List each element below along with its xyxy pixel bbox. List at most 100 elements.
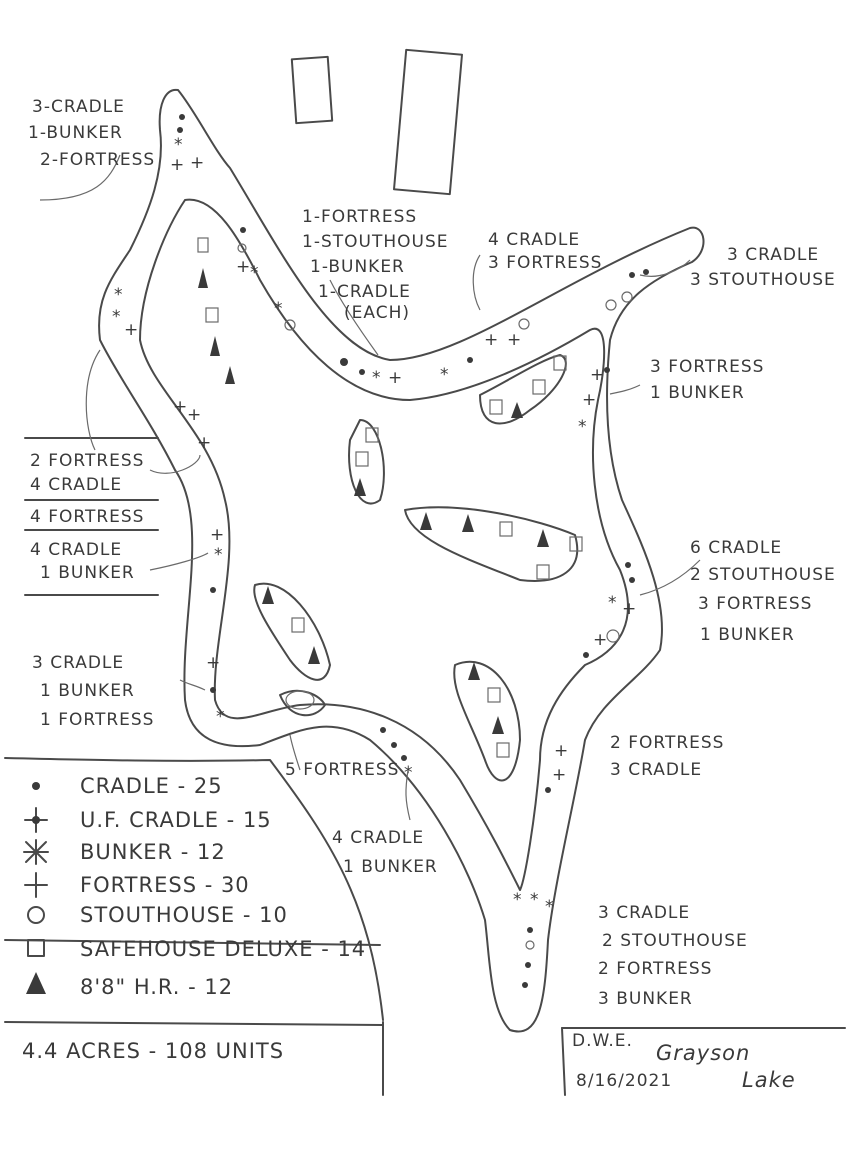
label-line: 3 FORTRESS [698, 594, 812, 614]
zone-label-top-center: 1-FORTRESS 1-STOUTHOUSE 1-BUNKER 1-CRADL… [302, 207, 447, 323]
svg-text:*: * [608, 593, 618, 613]
svg-text:*: * [114, 285, 124, 305]
label-line: 1-BUNKER [310, 257, 405, 277]
triangle-icon [26, 972, 46, 994]
legend-frame [4, 437, 846, 1096]
label-line: 1 BUNKER [40, 563, 135, 583]
zone-label-bottom-b: 4 CRADLE 1 BUNKER [332, 828, 437, 877]
label-line: 1 BUNKER [650, 383, 745, 403]
svg-text:*: * [578, 417, 588, 437]
zone-label-bottom-right: 3 CRADLE 2 STOUTHOUSE 2 FORTRESS 3 BUNKE… [598, 903, 748, 1009]
svg-text:*: * [250, 263, 260, 283]
svg-text:+: + [593, 630, 608, 650]
svg-text:*: * [440, 365, 450, 385]
svg-text:*: * [513, 890, 523, 910]
label-line: 1 BUNKER [40, 681, 135, 701]
label-line: (EACH) [344, 303, 410, 323]
zone-label-left-b: 4 FORTRESS [30, 507, 144, 527]
svg-text:+: + [622, 599, 637, 619]
label-line: 4 FORTRESS [30, 507, 144, 527]
legend: CRADLE - 25 U.F. CRADLE - 15 BUNKER - 12 [23, 774, 365, 999]
zone-label-right-a: 3 FORTRESS 1 BUNKER [650, 357, 764, 403]
island-4 [253, 582, 331, 681]
svg-text:*: * [216, 707, 226, 727]
label-line: 3-CRADLE [32, 97, 125, 117]
leader-lines [39, 154, 701, 821]
label-line: 4 CRADLE [30, 540, 122, 560]
crossed-dot-icon [24, 807, 48, 833]
legend-item: STOUTHOUSE - 10 [27, 903, 288, 927]
zone-label-top-right-a: 4 CRADLE 3 FORTRESS [488, 230, 602, 273]
label-line: 3 CRADLE [727, 245, 819, 265]
zone-label-left-a: 2 FORTRESS 4 CRADLE [30, 451, 144, 495]
svg-text:+: + [484, 330, 499, 350]
svg-text:+: + [210, 525, 225, 545]
svg-text:+: + [507, 330, 522, 350]
square-icon [27, 939, 45, 957]
legend-item: CRADLE - 25 [32, 774, 223, 798]
svg-text:+: + [552, 765, 567, 785]
outer-shoreline [98, 88, 705, 1033]
inner-shoreline [139, 198, 629, 891]
svg-text:+: + [554, 741, 569, 761]
label-line: 3 CRADLE [598, 903, 690, 923]
zone-label-bottom-a: 5 FORTRESS [285, 760, 399, 780]
svg-text:*: * [174, 135, 184, 155]
label-line: 2 STOUTHOUSE [602, 931, 748, 951]
zone-label-top-left: 3-CRADLE 1-BUNKER 2-FORTRESS [28, 97, 154, 170]
label-line: 2 FORTRESS [30, 451, 144, 471]
legend-label: FORTRESS - 30 [80, 873, 250, 897]
circle-icon [27, 906, 45, 924]
legend-item: U.F. CRADLE - 15 [24, 807, 271, 833]
label-line: 3 CRADLE [610, 760, 702, 780]
legend-item: BUNKER - 12 [23, 839, 226, 865]
label-line: 5 FORTRESS [285, 760, 399, 780]
label-line: 1-FORTRESS [302, 207, 417, 227]
svg-text:*: * [372, 368, 382, 388]
legend-label: BUNKER - 12 [80, 840, 226, 864]
zone-label-right-c: 2 FORTRESS 3 CRADLE [610, 733, 724, 780]
totals-text: 4.4 ACRES - 108 UNITS [22, 1039, 284, 1063]
label-line: 4 CRADLE [488, 230, 580, 250]
title-block: D.W.E. 8/16/2021 Grayson Lake [572, 1031, 795, 1092]
zone-label-left-d: 3 CRADLE 1 BUNKER 1 FORTRESS [32, 653, 154, 730]
zone-label-right-b: 6 CRADLE 2 STOUTHOUSE 3 FORTRESS 1 BUNKE… [690, 538, 836, 645]
cross-icon [24, 872, 48, 898]
label-line: 3 FORTRESS [488, 253, 602, 273]
svg-text:*: * [112, 307, 122, 327]
label-line: 3 STOUTHOUSE [690, 270, 836, 290]
zone-label-left-c: 4 CRADLE 1 BUNKER [30, 540, 135, 583]
svg-text:+: + [170, 155, 185, 175]
svg-text:+: + [197, 433, 212, 453]
label-line: 1-CRADLE [318, 282, 411, 302]
site-name-line1: Grayson [656, 1041, 750, 1065]
small-structure [290, 55, 334, 125]
svg-text:+: + [187, 405, 202, 425]
svg-text:*: * [530, 890, 540, 910]
svg-text:+: + [173, 397, 188, 417]
label-line: 2 FORTRESS [610, 733, 724, 753]
island-3 [479, 354, 567, 425]
label-line: 4 CRADLE [30, 475, 122, 495]
svg-text:+: + [236, 257, 251, 277]
date: 8/16/2021 [576, 1071, 672, 1091]
svg-text:+: + [190, 153, 205, 173]
label-line: 2 STOUTHOUSE [690, 565, 836, 585]
svg-text:+: + [388, 368, 403, 388]
dot-icon [32, 782, 40, 790]
svg-text:+: + [582, 390, 597, 410]
svg-text:+: + [206, 653, 221, 673]
label-line: 3 CRADLE [32, 653, 124, 673]
legend-label: STOUTHOUSE - 10 [80, 903, 288, 927]
label-line: 3 BUNKER [598, 989, 693, 1009]
initials: D.W.E. [572, 1031, 633, 1051]
label-line: 1 BUNKER [700, 625, 795, 645]
label-line: 3 FORTRESS [650, 357, 764, 377]
star-icon [23, 839, 49, 865]
svg-text:*: * [545, 897, 555, 917]
svg-text:*: * [274, 299, 284, 319]
label-line: 1 FORTRESS [40, 710, 154, 730]
label-line: 6 CRADLE [690, 538, 782, 558]
legend-label: CRADLE - 25 [80, 774, 223, 798]
